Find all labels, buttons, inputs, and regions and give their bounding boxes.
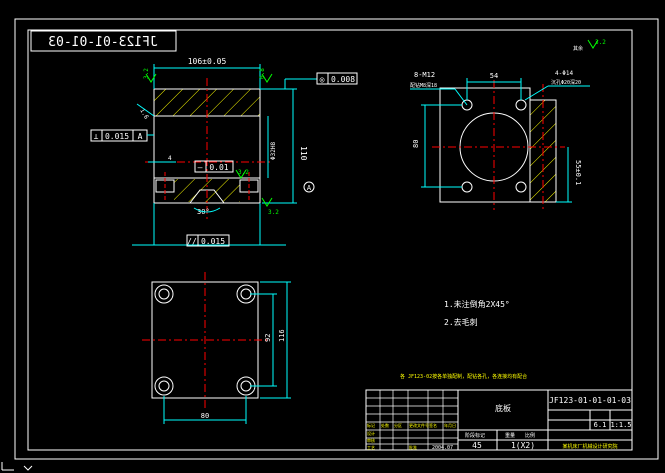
note-1: 1.未注倒角2X45° — [444, 299, 510, 309]
drawing-code-mirrored: JF123-01-01-03 — [48, 35, 158, 50]
top-bolt-hole — [154, 284, 174, 304]
title-cell-label: 批准 — [409, 444, 417, 450]
sheet-outer-border — [14, 18, 659, 460]
title-scale-b: 1:1.5 — [610, 421, 631, 429]
roughness-symbol-icon — [145, 73, 157, 83]
roughness-symbol-icon — [587, 39, 599, 49]
title-cell-label: 年月日 — [444, 422, 456, 428]
fcf-top[interactable]: ◎ 0.008 — [316, 72, 358, 85]
title-cell-label: 标记 — [367, 422, 375, 428]
front-view[interactable]: 106±0.05 3.2 0.8 ◎ 0.008 110 Φ32H8 A — [90, 57, 358, 247]
title-cell-label: 处数 — [381, 422, 389, 428]
corner-roughness-value: 3.2 — [595, 39, 606, 46]
side-dim-thread-sub: 配钻M8深18 — [410, 82, 437, 89]
svg-text:A: A — [138, 132, 143, 141]
top-view[interactable]: 92 116 80 — [142, 272, 291, 424]
title-stage-label: 阶段标记 — [465, 432, 485, 439]
dim-gap-text: 4 — [168, 155, 172, 162]
roughness-value-d: 3.2 — [268, 209, 279, 216]
svg-text:0.008: 0.008 — [331, 75, 355, 84]
title-cell-label: 工艺 — [367, 445, 375, 450]
roughness-symbol-icon — [235, 169, 247, 179]
roughness-value-b: 0.8 — [259, 68, 266, 79]
title-weight-label: 重量 — [505, 432, 515, 439]
roughness-value-c: 3.2 — [238, 169, 249, 176]
title-date: 2004.07 — [432, 445, 453, 451]
fcf-mid[interactable]: — 0.01 — [194, 160, 234, 173]
ucs-icon — [1, 462, 33, 471]
side-hole — [515, 99, 527, 111]
roughness-symbol-icon — [261, 73, 273, 83]
title-cell-label: 签名 — [429, 422, 437, 428]
title-part-name: 底板 — [495, 403, 511, 413]
svg-text:◎: ◎ — [320, 75, 325, 84]
title-block-grid — [366, 390, 458, 450]
svg-text:⊥: ⊥ — [94, 132, 99, 141]
svg-text:0.015: 0.015 — [105, 132, 129, 141]
side-dim-holes-sub: 沉孔Φ20深20 — [551, 79, 581, 86]
dim-lead-text: 1.6 — [138, 108, 150, 121]
title-scale-a: 6.1 — [594, 421, 607, 429]
side-dim-thread: 8-M12 — [414, 71, 435, 79]
dim-height-text: 110 — [299, 146, 308, 161]
svg-text://: // — [187, 237, 197, 246]
top-dim-80: 80 — [201, 412, 209, 420]
side-dim-holes: 4-Φ14 — [555, 70, 573, 77]
tech-requirement: 各 JF123-02按各单独配制，配钻各孔，各连接均有配合 — [400, 373, 527, 380]
dim-bore-text: Φ32H8 — [270, 142, 277, 160]
title-cell-label: 设计 — [367, 430, 375, 436]
title-block[interactable]: 底板 JF123-01-01-01-03 45 1(X2) 6.1 1:1.5 … — [365, 389, 633, 451]
title-company: 某机床厂机械设计研究院 — [562, 443, 617, 450]
note-2: 2.去毛刺 — [444, 317, 478, 327]
sheet-inner-border — [27, 29, 633, 451]
datum-label: A — [307, 184, 312, 192]
side-hole — [461, 181, 473, 193]
side-view[interactable]: 54 8-M12 配钻M8深18 4-Φ14 沉孔Φ20深20 80 55±0.… — [410, 70, 590, 210]
fcf-bottom[interactable]: // 0.015 — [186, 234, 230, 247]
title-scale-label: 比例 — [525, 432, 535, 439]
svg-text:0.015: 0.015 — [201, 237, 225, 246]
top-dim-92: 92 — [264, 334, 272, 342]
top-dim-116: 116 — [278, 329, 286, 342]
fcf-left[interactable]: ⊥ 0.015 A — [90, 129, 148, 142]
svg-text:—: — — [198, 163, 203, 172]
title-material: 45 — [472, 441, 482, 450]
title-cell-label: 审核 — [367, 437, 375, 443]
datum-circle — [303, 181, 315, 193]
side-dim-tol: 55±0.1 — [574, 160, 582, 185]
roughness-value-a: 3.2 — [143, 68, 150, 79]
title-quantity: 1(X2) — [511, 441, 535, 450]
title-cell-label: 分区 — [394, 422, 402, 428]
title-cell-label: 更改文件号 — [409, 422, 429, 428]
side-dim-80: 80 — [412, 140, 420, 148]
corner-symbol-label: 其余 — [573, 45, 583, 52]
title-drawing-no: JF123-01-01-01-03 — [549, 396, 631, 405]
drawing-code-box: JF123-01-01-03 — [30, 30, 177, 52]
roughness-symbol-icon — [261, 197, 273, 207]
dim-width-text: 106±0.05 — [188, 57, 227, 66]
top-bolt-hole — [154, 376, 174, 396]
side-hole — [515, 181, 527, 193]
front-countersink — [188, 189, 226, 204]
svg-text:0.01: 0.01 — [209, 163, 228, 172]
side-dim-54: 54 — [490, 72, 498, 80]
